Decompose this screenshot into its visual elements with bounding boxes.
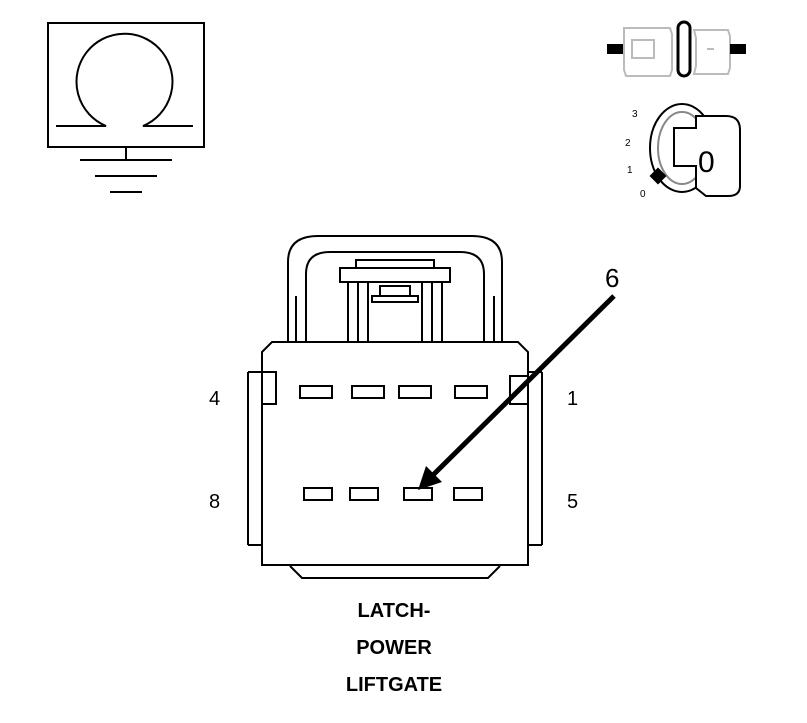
- pin-cavity-2: [398, 385, 432, 399]
- pin-label-8: 8: [209, 491, 220, 513]
- key-label: 0: [698, 146, 715, 179]
- pin-label-4: 4: [209, 388, 220, 410]
- callout-arrow: [418, 294, 616, 490]
- connector-title-line-1: LATCH-: [358, 600, 431, 622]
- pin-label-1: 1: [567, 388, 578, 410]
- connector-body: [247, 235, 543, 579]
- pin-cavity-7: [349, 487, 379, 501]
- pin-label-5: 5: [567, 491, 578, 513]
- pin-cavity-3: [351, 385, 385, 399]
- pin-cavity-6: [403, 487, 433, 501]
- pin-cavity-4: [299, 385, 333, 399]
- disconnected-connector-icon: [607, 20, 746, 78]
- ohmmeter-ground-icon: [47, 22, 205, 193]
- pin-cavity-1: [454, 385, 488, 399]
- ignition-position-1: 1: [627, 165, 633, 176]
- ignition-key-off-icon: 3 2 1 0 0: [625, 103, 741, 200]
- ignition-position-0: 0: [640, 189, 646, 200]
- ignition-position-3: 3: [632, 109, 638, 120]
- pin-cavity-5: [453, 487, 483, 501]
- callout-number: 6: [605, 263, 619, 293]
- connector-title-line-2: POWER: [356, 637, 432, 659]
- pin-cavity-8: [303, 487, 333, 501]
- connector-title-line-3: LIFTGATE: [346, 674, 442, 696]
- ignition-position-2: 2: [625, 138, 631, 149]
- pin-cavities: [299, 385, 488, 501]
